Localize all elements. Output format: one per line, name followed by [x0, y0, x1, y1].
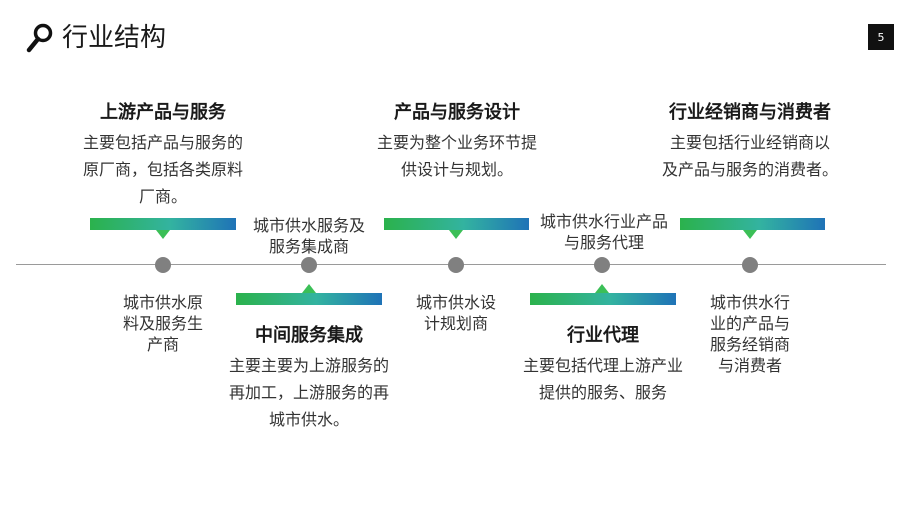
top-item-2: 产品与服务设计 主要为整个业务环节提 供设计与规划。	[354, 101, 560, 183]
bottom-item-heading: 行业代理	[567, 325, 639, 346]
top-item-description: 主要为整个业务环节提 供设计与规划。	[354, 129, 560, 183]
bottom-item-description: 主要包括代理上游产业 提供的服务、服务	[500, 352, 706, 406]
bottom-bar-tip-1	[302, 284, 316, 293]
desc-line: 城市供水。	[268, 410, 349, 429]
desc-line: 供设计与规划。	[400, 160, 513, 179]
timeline-node-3	[448, 257, 464, 273]
top-bar-3	[680, 218, 825, 230]
label-line: 服务经销商	[709, 335, 790, 354]
search-icon	[26, 22, 54, 54]
top-item-heading: 上游产品与服务	[100, 102, 226, 123]
page-title: 行业结构	[62, 23, 167, 53]
timeline-node-2	[301, 257, 317, 273]
node-label-above-1: 城市供水服务及 服务集成商	[229, 215, 389, 257]
label-line: 料及服务生	[122, 314, 203, 333]
timeline-node-1	[155, 257, 171, 273]
desc-line: 提供的服务、服务	[538, 383, 667, 402]
bottom-item-description: 主要主要为上游服务的 再加工，上游服务的再 城市供水。	[206, 352, 412, 433]
top-bar-tip-2	[449, 230, 463, 239]
desc-line: 厂商。	[138, 187, 187, 206]
node-label-below-3: 城市供水行 业的产品与 服务经销商 与消费者	[690, 292, 810, 376]
timeline-node-4	[594, 257, 610, 273]
label-line: 城市供水设	[415, 293, 496, 312]
node-label-below-1: 城市供水原 料及服务生 产商	[103, 292, 223, 355]
label-line: 城市供水服务及	[252, 216, 365, 235]
top-bar-tip-3	[743, 230, 757, 239]
top-bar-tip-1	[156, 230, 170, 239]
top-item-description: 主要包括产品与服务的 原厂商，包括各类原料 厂商。	[60, 129, 266, 210]
node-label-above-2: 城市供水行业产品 与服务代理	[522, 211, 686, 253]
bottom-bar-tip-2	[595, 284, 609, 293]
timeline-node-5	[742, 257, 758, 273]
bottom-item-1: 中间服务集成 主要主要为上游服务的 再加工，上游服务的再 城市供水。	[206, 324, 412, 433]
node-label-below-2: 城市供水设 计规划商	[396, 292, 516, 334]
top-bar-1	[90, 218, 236, 230]
desc-line: 主要为整个业务环节提	[376, 133, 537, 152]
label-line: 城市供水原	[122, 293, 203, 312]
label-line: 城市供水行	[709, 293, 790, 312]
top-item-3: 行业经销商与消费者 主要包括行业经销商以 及产品与服务的消费者。	[645, 101, 855, 183]
bottom-item-heading: 中间服务集成	[255, 325, 363, 346]
desc-line: 及产品与服务的消费者。	[661, 160, 838, 179]
label-line: 产商	[146, 335, 179, 354]
desc-line: 再加工，上游服务的再	[228, 383, 389, 402]
desc-line: 主要包括代理上游产业	[522, 356, 683, 375]
label-line: 与消费者	[717, 356, 782, 375]
desc-line: 主要包括行业经销商以	[669, 133, 830, 152]
label-line: 计规划商	[423, 314, 488, 333]
label-line: 城市供水行业产品	[539, 212, 668, 231]
bottom-bar-2	[530, 293, 676, 305]
top-item-heading: 产品与服务设计	[394, 102, 520, 123]
label-line: 与服务代理	[563, 233, 644, 252]
label-line: 业的产品与	[709, 314, 790, 333]
desc-line: 主要主要为上游服务的	[228, 356, 389, 375]
desc-line: 原厂商，包括各类原料	[82, 160, 243, 179]
top-bar-2	[384, 218, 529, 230]
page-number: 5	[868, 24, 894, 50]
bottom-bar-1	[236, 293, 382, 305]
desc-line: 主要包括产品与服务的	[82, 133, 243, 152]
top-item-1: 上游产品与服务 主要包括产品与服务的 原厂商，包括各类原料 厂商。	[60, 101, 266, 210]
bottom-item-2: 行业代理 主要包括代理上游产业 提供的服务、服务	[500, 324, 706, 406]
top-item-heading: 行业经销商与消费者	[669, 102, 831, 123]
top-item-description: 主要包括行业经销商以 及产品与服务的消费者。	[645, 129, 855, 183]
label-line: 服务集成商	[268, 237, 349, 256]
